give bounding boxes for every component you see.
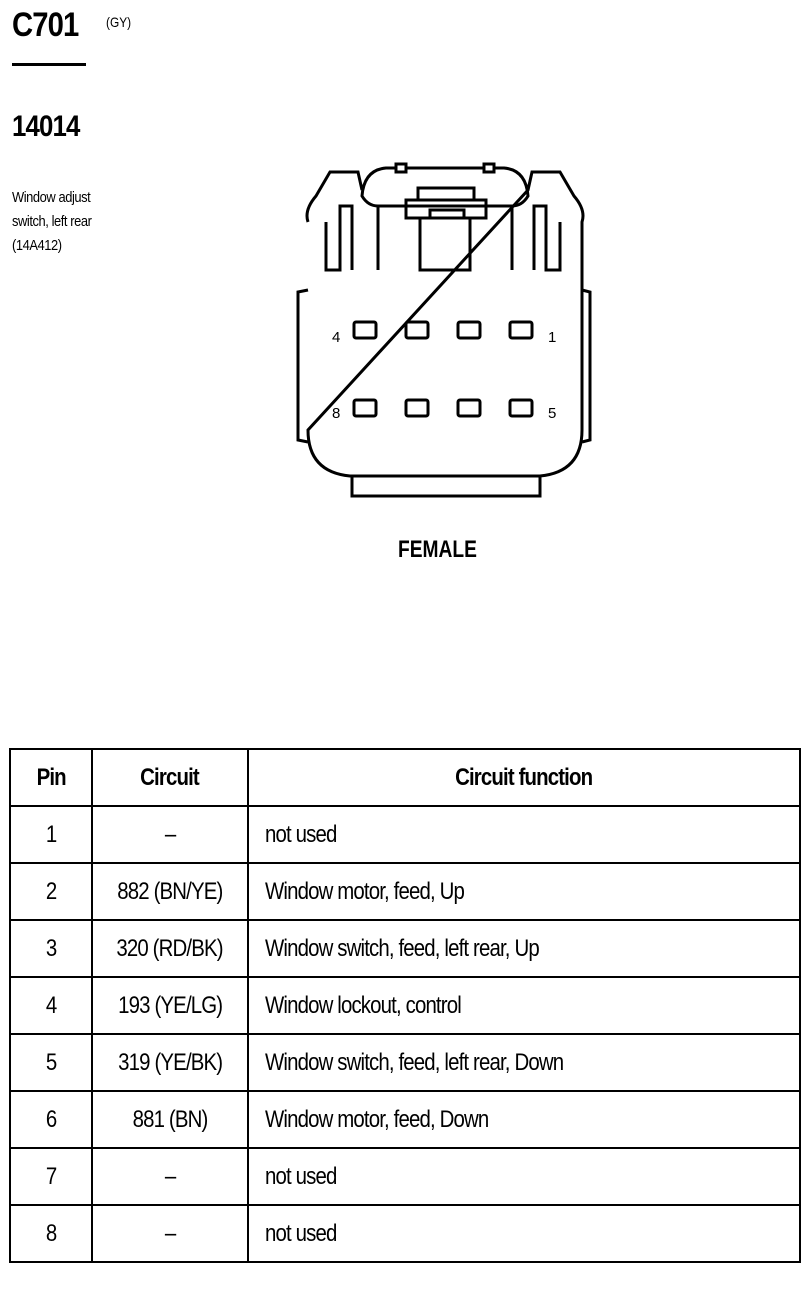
column-header-circuit-function: Circuit function xyxy=(247,748,801,807)
pin-cavity xyxy=(352,398,378,418)
column-header-pin: Pin xyxy=(9,748,93,807)
housing-side-tab-left xyxy=(296,288,309,444)
pin-cell: 4 xyxy=(9,976,93,1035)
pin-cavity xyxy=(508,398,534,418)
circuit-function-cell: Window switch, feed, left rear, Up xyxy=(247,919,801,978)
column-header-circuit: Circuit xyxy=(91,748,249,807)
housing-channel xyxy=(376,206,514,270)
circuit-function-cell: Window switch, feed, left rear, Down xyxy=(247,1033,801,1092)
housing-side-tab-right xyxy=(581,288,592,444)
circuit-cell: – xyxy=(91,1204,249,1263)
circuit-function-cell: not used xyxy=(247,1147,801,1206)
pin-cell: 1 xyxy=(9,805,93,864)
connector-face-diagram: 4 1 8 5 xyxy=(296,162,592,498)
circuit-function-cell: Window lockout, control xyxy=(247,976,801,1035)
pin-cavity xyxy=(456,398,482,418)
pin-cell: 2 xyxy=(9,862,93,921)
circuit-cell: 193 (YE/LG) xyxy=(91,976,249,1035)
housing-channel xyxy=(532,204,562,272)
circuit-function-cell: Window motor, feed, Up xyxy=(247,862,801,921)
connector-color-code: (GY) xyxy=(106,14,132,30)
pin-cavity xyxy=(508,320,534,340)
latch-slot xyxy=(416,186,476,202)
pin-cell: 8 xyxy=(9,1204,93,1263)
circuit-function-cell: not used xyxy=(247,805,801,864)
pin-label: 4 xyxy=(332,329,340,346)
pin-label: 8 xyxy=(332,405,340,422)
description-line: (14A412) xyxy=(12,237,62,254)
pin-cell: 5 xyxy=(9,1033,93,1092)
housing-channel xyxy=(324,204,354,272)
latch-notch xyxy=(482,162,496,174)
table-row: 7–not used xyxy=(9,1147,801,1206)
connector-id-underline xyxy=(12,63,86,66)
pin-cell: 7 xyxy=(9,1147,93,1206)
circuit-cell: 882 (BN/YE) xyxy=(91,862,249,921)
pin-cavity xyxy=(352,320,378,340)
pin-cavity xyxy=(456,320,482,340)
housing-key xyxy=(418,216,472,272)
pin-cell: 3 xyxy=(9,919,93,978)
circuit-cell: – xyxy=(91,805,249,864)
circuit-function-cell: not used xyxy=(247,1204,801,1263)
description-line: switch, left rear xyxy=(12,213,92,230)
table-row: 1–not used xyxy=(9,805,801,864)
circuit-cell: 881 (BN) xyxy=(91,1090,249,1149)
circuit-cell: 320 (RD/BK) xyxy=(91,919,249,978)
pin-label: 1 xyxy=(548,329,556,346)
pin-label: 5 xyxy=(548,405,556,422)
circuit-cell: 319 (YE/BK) xyxy=(91,1033,249,1092)
pin-cell: 6 xyxy=(9,1090,93,1149)
pin-cavity xyxy=(404,320,430,340)
housing-latch xyxy=(360,166,530,208)
connector-housing xyxy=(305,170,585,478)
part-number: 14014 xyxy=(12,110,80,143)
housing-bottom-tab xyxy=(350,476,542,498)
component-description: Window adjust switch, left rear (14A412) xyxy=(12,186,141,258)
description-line: Window adjust xyxy=(12,189,91,206)
circuit-function-cell: Window motor, feed, Down xyxy=(247,1090,801,1149)
table-row: 8–not used xyxy=(9,1204,801,1263)
table-header-row: Pin Circuit Circuit function xyxy=(9,748,801,807)
connector-id: C701 xyxy=(12,6,79,44)
latch-notch xyxy=(394,162,408,174)
circuit-cell: – xyxy=(91,1147,249,1206)
pin-cavity xyxy=(404,398,430,418)
connector-view-label: FEMALE xyxy=(398,536,477,563)
